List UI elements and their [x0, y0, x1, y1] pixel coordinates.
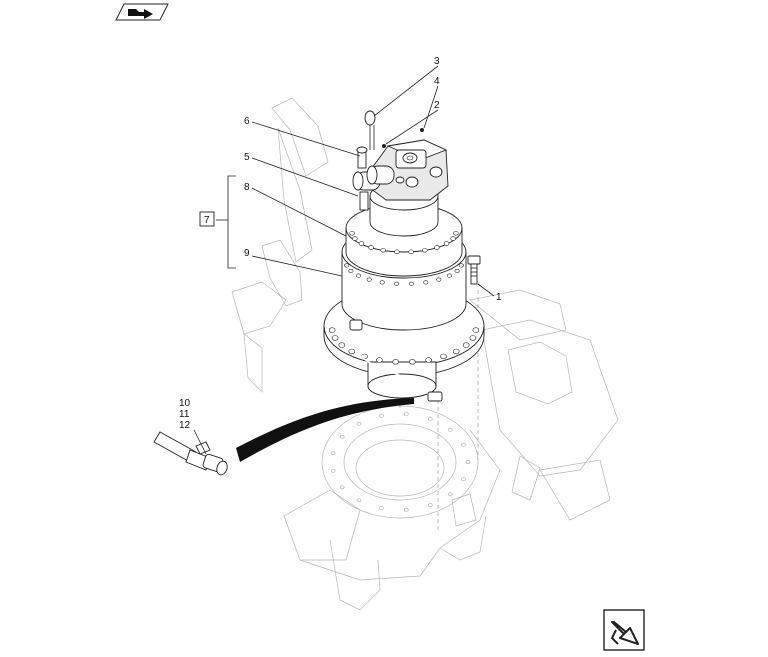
collar-bolts: [349, 231, 459, 255]
callout-11: 11: [179, 409, 190, 420]
bolt-head: [447, 427, 453, 432]
bolt-head: [376, 357, 383, 363]
bolt-head: [472, 327, 480, 333]
swing-bearing-ring: [321, 405, 479, 519]
plug: [382, 144, 386, 148]
bolt-head: [344, 263, 350, 268]
bolt-head: [403, 507, 409, 512]
bolt-head: [328, 327, 336, 333]
bolt-head: [392, 359, 400, 365]
callout-6: 6: [244, 116, 250, 127]
bolt-head: [394, 281, 400, 286]
bolt-head: [408, 359, 416, 365]
bolt-head: [423, 280, 429, 285]
bolt-head: [452, 348, 460, 355]
bolt-head: [330, 468, 336, 473]
bolt-head: [454, 268, 460, 273]
callout-9: 9: [244, 248, 250, 259]
bearing-bolt-holes: [330, 412, 471, 512]
breather-pipe: [356, 146, 369, 211]
bolt-head: [469, 335, 477, 341]
hose-fitting-detail: [153, 431, 228, 476]
bolt-head: [450, 236, 456, 241]
bolt-head: [427, 503, 433, 507]
bolt-head: [368, 245, 374, 250]
callout-12: 12: [179, 420, 191, 431]
bolt-head: [422, 248, 428, 253]
bolt-head: [339, 485, 345, 490]
bolt-head: [408, 281, 414, 286]
detail-reference-curve: [236, 398, 414, 462]
bolt-head: [434, 245, 440, 250]
bolt-head: [339, 434, 345, 439]
bolt-head: [403, 412, 409, 417]
plug: [420, 128, 424, 132]
bolt-head: [425, 357, 432, 363]
bolt-head: [348, 348, 356, 355]
swing-reduction-gearbox: [323, 181, 485, 399]
bolt-head: [379, 506, 384, 511]
bolt-head: [349, 231, 355, 236]
bolt-head: [462, 342, 470, 348]
bolt-head: [338, 342, 346, 348]
previous-page-button[interactable]: [115, 3, 169, 21]
bolt-head: [453, 231, 459, 236]
bolt-head: [461, 442, 466, 447]
upper-frame-outline: [231, 97, 619, 611]
callout-5: 5: [244, 152, 250, 163]
callout-3: 3: [434, 56, 440, 67]
callout-4: 4: [434, 76, 440, 87]
callout-7: 7: [204, 215, 210, 226]
flange-bolts: [328, 327, 480, 365]
callout-10: 10: [179, 398, 191, 409]
bolt-head: [358, 241, 365, 246]
next-page-button[interactable]: [603, 609, 645, 651]
bolt-head: [352, 236, 358, 241]
bolt-head: [379, 280, 385, 285]
bolt-head: [458, 263, 464, 268]
bolt-head: [331, 335, 339, 341]
housing-bolts: [344, 263, 464, 286]
bolt-head: [356, 421, 362, 426]
drain-hose: [349, 319, 443, 402]
lifting-eye-bolt: [364, 110, 376, 150]
bolt-head: [356, 498, 362, 503]
bolt-head: [380, 248, 386, 253]
swing-motor: [369, 139, 449, 201]
relief-valve-cartridges: [352, 165, 395, 191]
callout-1: 1: [496, 292, 502, 303]
bolt-head: [436, 277, 442, 282]
bolt-head: [348, 268, 354, 273]
previous-page-arrow-icon: [128, 9, 153, 19]
bolt-head: [366, 277, 372, 282]
callout-8: 8: [244, 182, 250, 193]
next-page-arrow-icon: [610, 621, 639, 645]
bolt-head: [394, 249, 400, 255]
bolt-head: [427, 417, 433, 421]
bolt-head: [461, 477, 466, 482]
mounting-bolt: [467, 255, 481, 285]
bolt-head: [447, 492, 453, 497]
bolt-head: [330, 451, 336, 456]
bolt-head: [446, 273, 452, 278]
bolt-head: [465, 460, 471, 464]
assembly-bracket: [199, 175, 236, 269]
bolt-head: [440, 353, 447, 360]
bolt-head: [379, 413, 384, 418]
bolt-head: [356, 273, 362, 278]
callout-2: 2: [434, 100, 440, 111]
bolt-head: [443, 241, 450, 246]
bolt-head: [408, 249, 414, 255]
leader-lines: [193, 65, 495, 455]
